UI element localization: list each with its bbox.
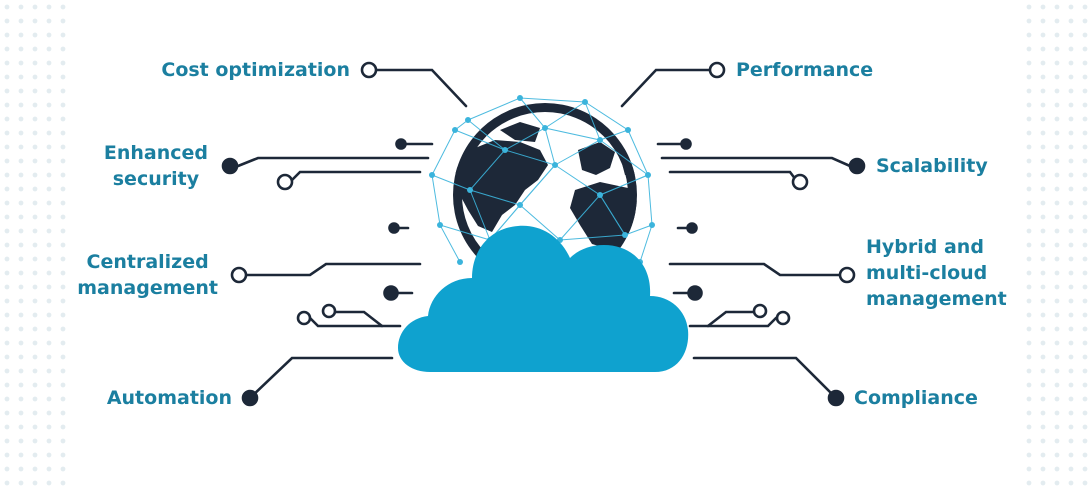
node-scalability-2 xyxy=(791,173,809,191)
node-small-left-a xyxy=(321,303,337,319)
label-scalability: Scalability xyxy=(876,155,988,177)
connector-scalability-2 xyxy=(668,170,798,182)
connector-hybrid-multicloud xyxy=(668,262,844,277)
node-short-left-2 xyxy=(388,222,400,234)
connector-cost-optimization xyxy=(375,68,468,108)
node-hybrid-multicloud xyxy=(838,266,856,284)
node-small-left-b xyxy=(296,310,312,326)
connector-automation xyxy=(248,356,394,400)
node-short-left-3 xyxy=(383,285,399,301)
background-dots-right xyxy=(1020,0,1090,493)
connector-centralized-management xyxy=(245,262,422,277)
connector-performance xyxy=(620,68,713,108)
connector-compliance xyxy=(692,356,838,400)
connector-small-right-a xyxy=(706,310,756,328)
node-cost-optimization xyxy=(360,61,378,79)
connector-scalability xyxy=(660,156,852,168)
background-dots-left xyxy=(0,0,70,493)
node-small-right-b xyxy=(775,310,791,326)
node-compliance xyxy=(827,389,845,407)
label-performance: Performance xyxy=(736,59,874,81)
label-compliance: Compliance xyxy=(854,387,978,409)
node-short-right-1 xyxy=(680,138,692,150)
node-small-right-a xyxy=(752,303,768,319)
cloud-icon xyxy=(398,225,689,372)
connector-small-right-b xyxy=(688,316,778,328)
node-short-right-2 xyxy=(686,222,698,234)
node-enhanced-security xyxy=(221,157,239,175)
connector-enhanced-security xyxy=(236,156,430,168)
node-automation xyxy=(241,389,259,407)
node-centralized-management xyxy=(230,266,248,284)
connector-small-left-b xyxy=(308,316,402,328)
label-enhanced-security: Enhanced security xyxy=(103,142,208,190)
node-performance xyxy=(708,61,726,79)
node-scalability xyxy=(848,157,866,175)
label-hybrid-multicloud: Hybrid and multi-cloud management xyxy=(866,236,1007,310)
node-short-left-1 xyxy=(395,138,407,150)
node-enhanced-security-2 xyxy=(276,173,294,191)
connector-small-left-a xyxy=(334,310,384,328)
connector-enhanced-security-2 xyxy=(290,170,422,182)
label-centralized-management: Centralized management xyxy=(77,251,218,299)
node-short-right-3 xyxy=(687,285,703,301)
label-automation: Automation xyxy=(106,387,232,409)
label-cost-optimization: Cost optimization xyxy=(161,59,350,81)
